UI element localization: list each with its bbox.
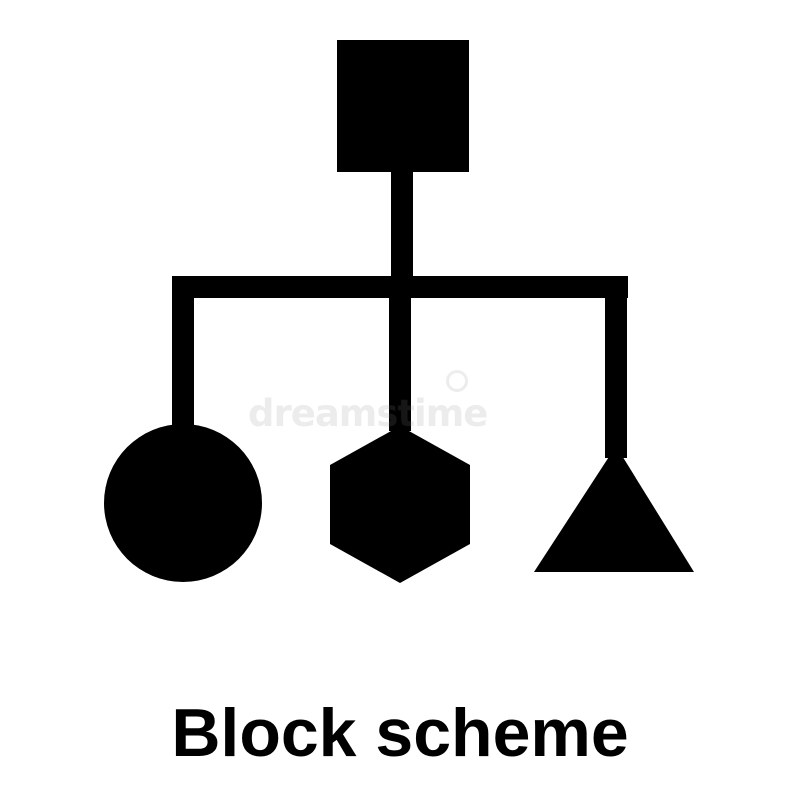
connector-lines <box>172 170 628 458</box>
watermark: dreamstime <box>248 370 558 438</box>
right-branch-line <box>605 276 627 458</box>
left-branch-line <box>172 276 194 431</box>
root-stem-line <box>391 170 413 290</box>
circle-node <box>104 424 262 582</box>
root-square-node <box>337 40 469 172</box>
triangle-node <box>534 446 694 572</box>
watermark-text: dreamstime <box>248 392 488 435</box>
middle-branch-line <box>389 276 411 431</box>
watermark-logo-icon <box>446 370 468 392</box>
icon-caption: Block scheme <box>171 695 629 771</box>
hexagon-node <box>330 426 470 583</box>
